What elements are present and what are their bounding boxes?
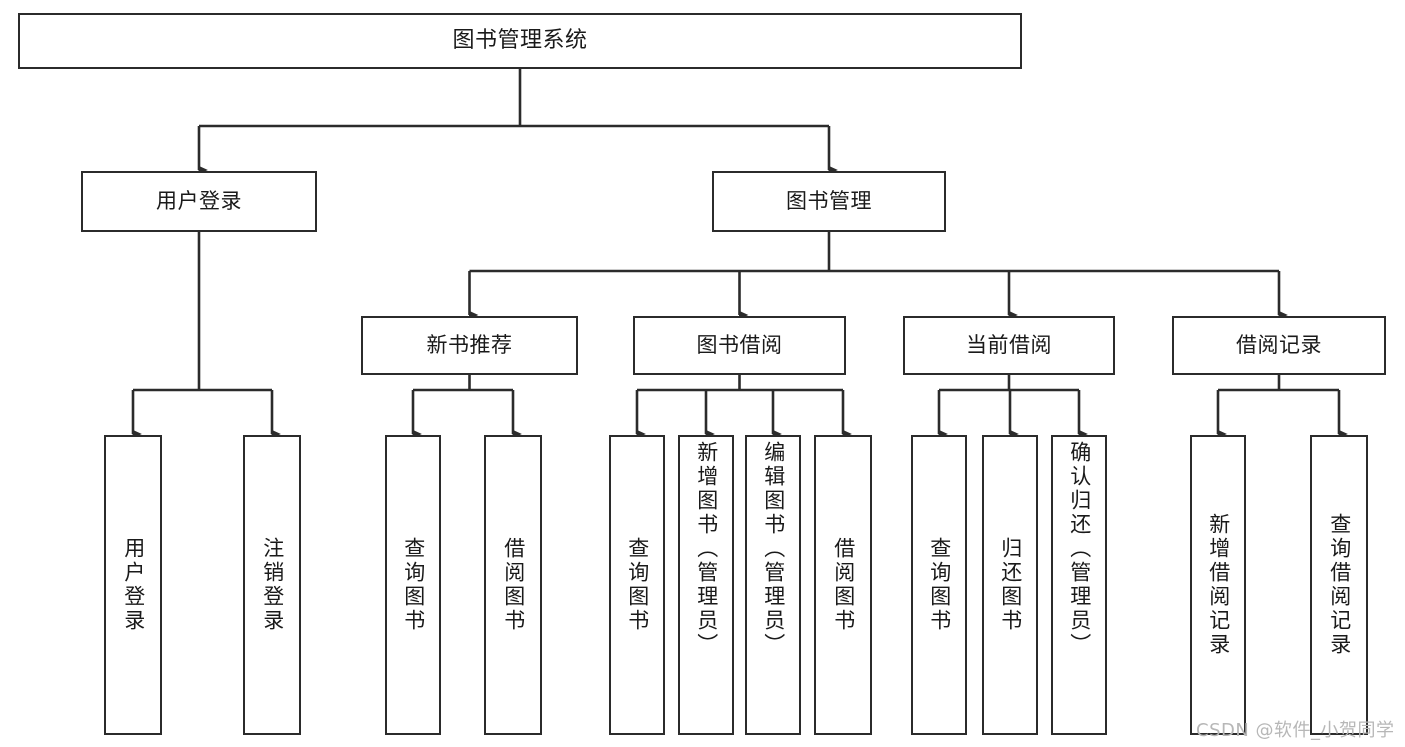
node-book-manage[interactable]: 图书管理 bbox=[712, 171, 946, 232]
csdn-watermark: CSDN @软件_小贺同学 bbox=[1196, 720, 1395, 741]
node-book-borrow-label: 图书借阅 bbox=[696, 332, 783, 357]
node-leaf-borrow-book-1[interactable]: 借阅图书 bbox=[484, 435, 542, 735]
node-leaf-query-book-3-label: 查询图书 bbox=[927, 537, 952, 633]
node-leaf-confirm-return-label: 确认归还（管理员） bbox=[1067, 441, 1092, 657]
node-user-login[interactable]: 用户登录 bbox=[81, 171, 317, 232]
node-leaf-borrow-book-2[interactable]: 借阅图书 bbox=[814, 435, 872, 735]
node-new-book-recommend-label: 新书推荐 bbox=[426, 332, 513, 357]
node-leaf-query-book-2[interactable]: 查询图书 bbox=[609, 435, 665, 735]
node-root-label: 图书管理系统 bbox=[452, 27, 588, 53]
node-leaf-return-book-label: 归还图书 bbox=[998, 537, 1023, 633]
node-root[interactable]: 图书管理系统 bbox=[18, 13, 1022, 69]
node-new-book-recommend[interactable]: 新书推荐 bbox=[361, 316, 578, 375]
node-leaf-query-record[interactable]: 查询借阅记录 bbox=[1310, 435, 1368, 735]
node-book-manage-label: 图书管理 bbox=[786, 188, 872, 213]
node-leaf-query-book-1[interactable]: 查询图书 bbox=[385, 435, 441, 735]
node-borrow-record-label: 借阅记录 bbox=[1236, 332, 1322, 357]
node-leaf-return-book[interactable]: 归还图书 bbox=[982, 435, 1038, 735]
node-leaf-add-book-label: 新增图书（管理员） bbox=[694, 441, 719, 657]
node-leaf-query-book-1-label: 查询图书 bbox=[401, 537, 426, 633]
node-leaf-user-login[interactable]: 用户登录 bbox=[104, 435, 162, 735]
node-book-borrow[interactable]: 图书借阅 bbox=[633, 316, 846, 375]
node-leaf-borrow-book-1-label: 借阅图书 bbox=[501, 537, 526, 633]
node-leaf-user-login-label: 用户登录 bbox=[121, 537, 146, 633]
node-current-borrow-label: 当前借阅 bbox=[966, 332, 1052, 357]
node-leaf-query-record-label: 查询借阅记录 bbox=[1327, 513, 1352, 657]
node-current-borrow[interactable]: 当前借阅 bbox=[903, 316, 1115, 375]
node-leaf-logout-label: 注销登录 bbox=[260, 537, 285, 633]
node-leaf-query-book-3[interactable]: 查询图书 bbox=[911, 435, 967, 735]
node-leaf-confirm-return[interactable]: 确认归还（管理员） bbox=[1051, 435, 1107, 735]
node-leaf-edit-book[interactable]: 编辑图书（管理员） bbox=[745, 435, 801, 735]
node-leaf-add-book[interactable]: 新增图书（管理员） bbox=[678, 435, 734, 735]
node-leaf-logout[interactable]: 注销登录 bbox=[243, 435, 301, 735]
node-leaf-add-record[interactable]: 新增借阅记录 bbox=[1190, 435, 1246, 735]
node-leaf-query-book-2-label: 查询图书 bbox=[625, 537, 650, 633]
node-leaf-borrow-book-2-label: 借阅图书 bbox=[831, 537, 856, 633]
node-leaf-edit-book-label: 编辑图书（管理员） bbox=[761, 441, 786, 657]
node-leaf-add-record-label: 新增借阅记录 bbox=[1206, 513, 1231, 657]
node-borrow-record[interactable]: 借阅记录 bbox=[1172, 316, 1386, 375]
node-user-login-label: 用户登录 bbox=[156, 188, 242, 213]
